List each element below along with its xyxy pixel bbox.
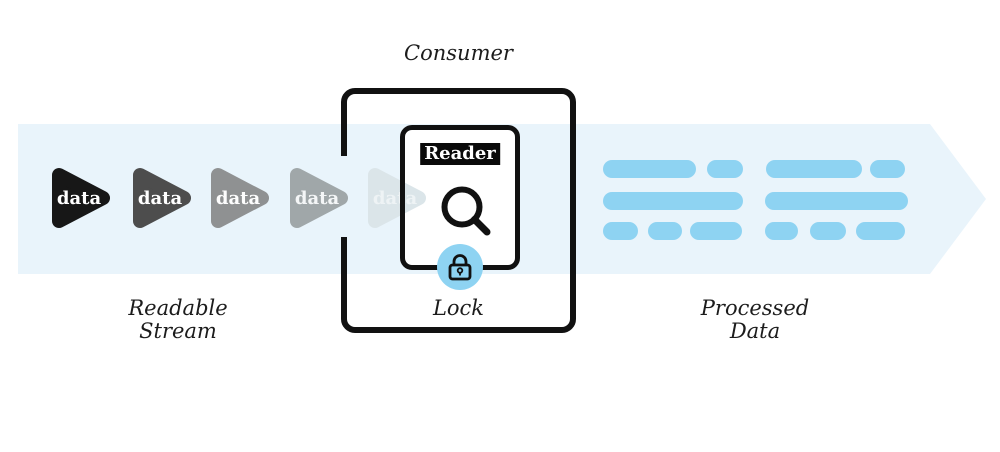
processed-bar xyxy=(707,160,743,178)
readable-stream-label: Readable Stream xyxy=(128,296,228,343)
processed-bar xyxy=(765,192,908,210)
processed-bar xyxy=(870,160,905,178)
processed-bar xyxy=(765,222,798,240)
lock-label: Lock xyxy=(432,296,485,320)
data-chunk-4: data xyxy=(290,168,348,228)
processed-data-label: Processed Data xyxy=(700,296,810,343)
lock-badge-circle xyxy=(437,244,483,290)
data-chunk-5-fading: data xyxy=(368,168,426,228)
processed-bar xyxy=(766,160,862,178)
data-chunk-label: data xyxy=(216,188,261,209)
data-chunk-shape xyxy=(290,168,348,228)
data-chunk-label: data xyxy=(57,188,102,209)
data-chunk-label: data xyxy=(138,188,183,209)
reader-title-badge: Reader xyxy=(420,143,500,165)
processed-data-bars xyxy=(603,160,908,240)
data-chunk-shape xyxy=(52,168,110,228)
data-chunk-label: data xyxy=(295,188,340,209)
data-chunk-shape xyxy=(211,168,269,228)
data-chunk-2: data xyxy=(133,168,191,228)
data-chunk-shape xyxy=(368,168,426,228)
processed-bar xyxy=(810,222,846,240)
data-chunk-3: data xyxy=(211,168,269,228)
processed-bar xyxy=(603,192,743,210)
processed-bar xyxy=(690,222,742,240)
data-chunk-1: data xyxy=(52,168,110,228)
data-chunk-shape xyxy=(133,168,191,228)
processed-bar xyxy=(648,222,682,240)
consumer-label: Consumer xyxy=(404,41,513,65)
processed-bar xyxy=(603,222,638,240)
data-chunk-label: data xyxy=(373,188,418,209)
padlock-icon xyxy=(448,254,472,281)
processed-bar xyxy=(603,160,696,178)
magnifying-glass-icon xyxy=(441,186,491,236)
processed-bar xyxy=(856,222,905,240)
lock-badge xyxy=(437,244,483,290)
